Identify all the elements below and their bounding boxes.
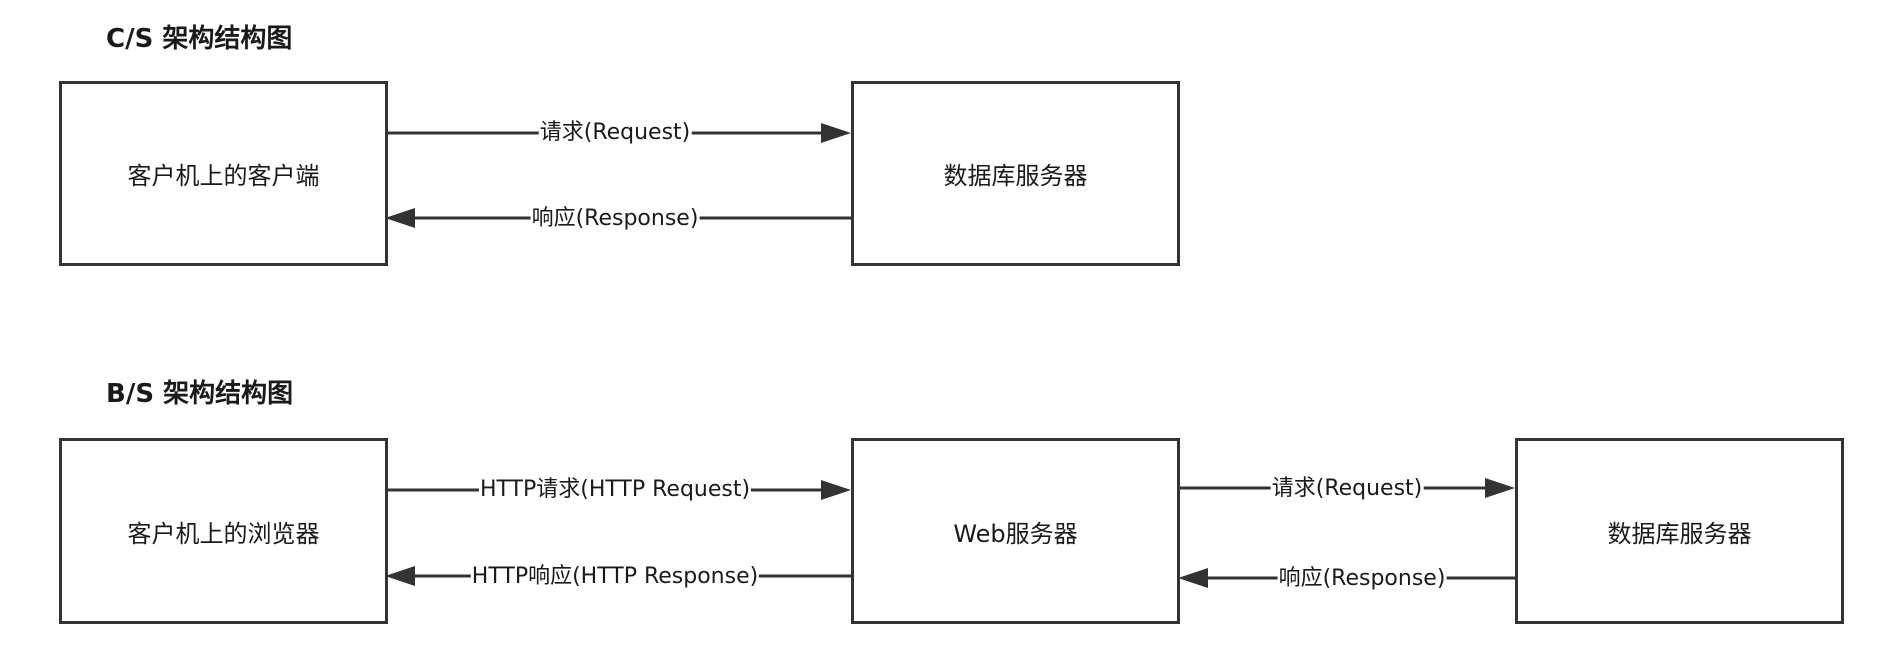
cs-client-label: 客户机上的客户端 [127, 162, 320, 190]
bs-web-server-box: Web服务器 [851, 438, 1180, 624]
cs-response-label: 响应(Response) [530, 205, 700, 233]
bs-response-arrowhead [1178, 568, 1208, 588]
cs-client-box: 客户机上的客户端 [59, 81, 388, 266]
bs-client-box: 客户机上的浏览器 [59, 438, 388, 624]
bs-http-request-arrowhead [821, 480, 851, 500]
bs-http-request-label: HTTP请求(HTTP Request) [478, 476, 752, 504]
bs-section-title: B/S 架构结构图 [106, 379, 294, 409]
bs-http-response-label: HTTP响应(HTTP Response) [470, 563, 760, 591]
bs-response-label: 响应(Response) [1277, 565, 1447, 593]
bs-request-label: 请求(Request) [1270, 475, 1424, 503]
cs-db-server-box: 数据库服务器 [851, 81, 1180, 266]
bs-client-label: 客户机上的浏览器 [127, 519, 320, 548]
bs-http-response-arrowhead [385, 566, 415, 586]
cs-response-arrowhead [385, 208, 415, 228]
cs-db-server-label: 数据库服务器 [943, 162, 1088, 190]
cs-section-title: C/S 架构结构图 [106, 24, 293, 54]
cs-request-label: 请求(Request) [538, 119, 692, 147]
bs-request-arrowhead [1485, 478, 1515, 498]
bs-db-server-box: 数据库服务器 [1515, 438, 1844, 624]
cs-request-arrowhead [821, 123, 851, 143]
bs-db-server-label: 数据库服务器 [1607, 519, 1752, 548]
bs-web-server-label: Web服务器 [953, 519, 1078, 548]
